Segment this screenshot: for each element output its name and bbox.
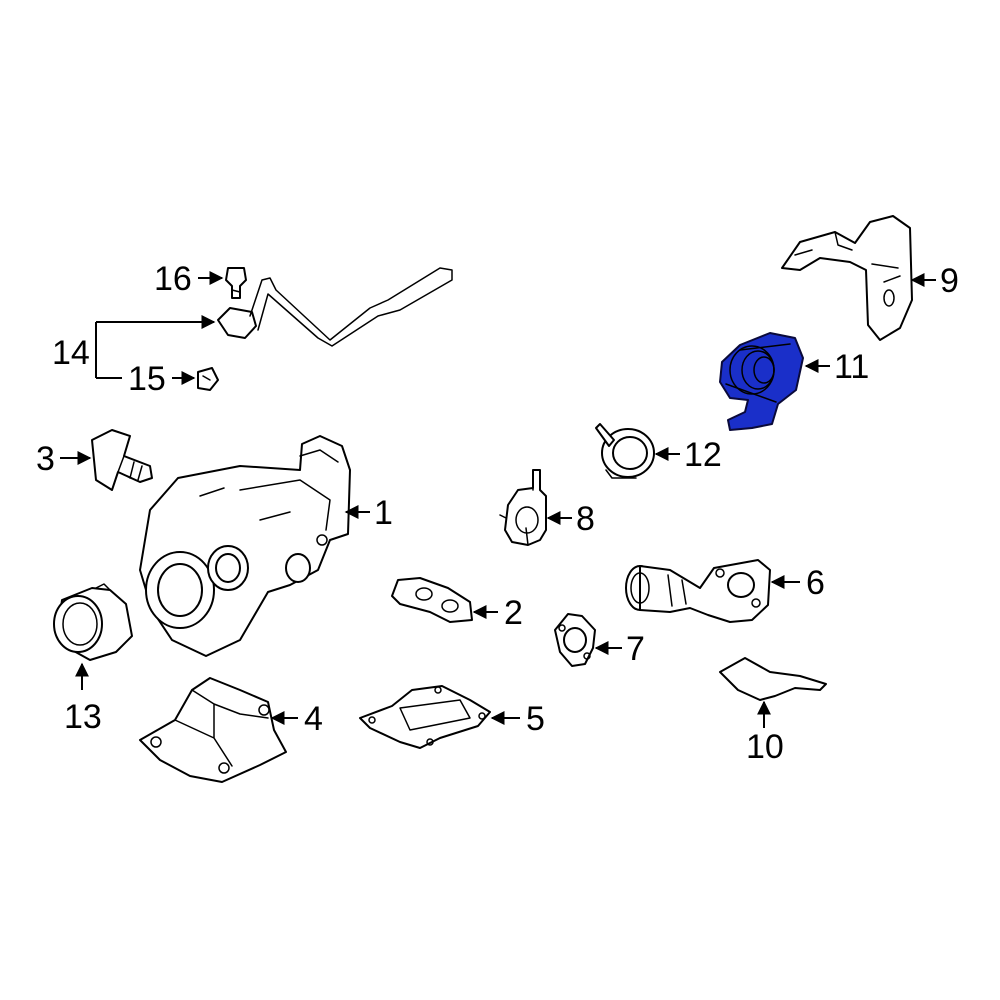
callout-9: 9 xyxy=(940,262,959,300)
callout-7: 7 xyxy=(626,630,645,668)
part-1-turbocharger[interactable] xyxy=(139,435,351,657)
callout-2: 2 xyxy=(504,594,523,632)
callout-labels: 16 14 15 3 1 2 13 4 5 8 12 11 9 6 7 10 xyxy=(36,260,959,766)
callout-12: 12 xyxy=(684,436,722,474)
part-4-bracket[interactable] xyxy=(139,677,287,783)
callout-16: 16 xyxy=(154,260,192,298)
part-11-outlet-assembly[interactable] xyxy=(719,332,804,431)
part-6-down-pipe[interactable] xyxy=(625,559,771,623)
part-16-bolt[interactable] xyxy=(225,267,247,299)
part-14-oil-line[interactable] xyxy=(217,267,453,347)
part-13-hose-coupler[interactable] xyxy=(53,583,133,661)
callout-5: 5 xyxy=(526,700,545,738)
callout-6: 6 xyxy=(806,564,825,602)
leader-lines xyxy=(60,271,936,728)
callout-10: 10 xyxy=(746,728,784,766)
callout-11: 11 xyxy=(834,348,869,386)
part-2-gasket[interactable] xyxy=(391,577,473,623)
callout-3: 3 xyxy=(36,440,55,478)
part-7-gasket[interactable] xyxy=(554,613,596,667)
callout-1: 1 xyxy=(374,494,393,532)
part-15-nut[interactable] xyxy=(197,367,219,391)
part-11-body[interactable] xyxy=(719,332,804,431)
part-5-gasket-plate[interactable] xyxy=(359,685,491,749)
part-10-shield-plate[interactable] xyxy=(719,657,827,701)
part-3-sensor[interactable] xyxy=(91,429,153,491)
callout-8: 8 xyxy=(576,500,595,538)
callout-4: 4 xyxy=(304,700,323,738)
callout-14: 14 xyxy=(52,334,90,372)
callout-15: 15 xyxy=(128,360,166,398)
callout-13: 13 xyxy=(64,698,102,736)
part-12-vband-clamp[interactable] xyxy=(595,423,655,479)
part-8-clamp[interactable] xyxy=(499,469,547,546)
part-9-heat-shield[interactable] xyxy=(781,215,913,341)
